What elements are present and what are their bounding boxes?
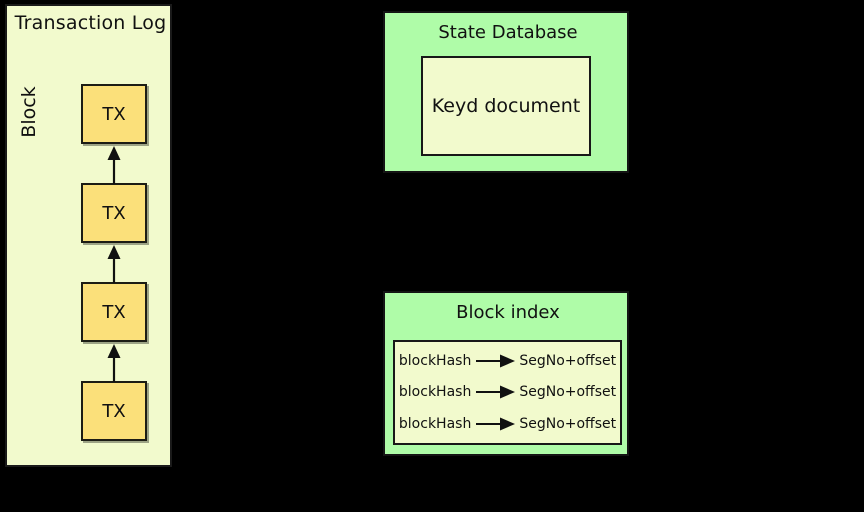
keyed-document-box: Keyd document <box>421 56 591 156</box>
tx-block-1: TX <box>81 84 147 144</box>
arrow-up-icon <box>107 245 121 283</box>
tx-block-2: TX <box>81 183 147 243</box>
block-hash-label: blockHash <box>398 416 472 433</box>
segno-offset-label: SegNo+offset <box>519 416 617 433</box>
block-index-row: blockHash SegNo+offset <box>395 409 620 439</box>
transaction-log-panel: Transaction Log Block TX TX TX TX <box>5 4 172 467</box>
tx-block-label: TX <box>102 301 126 323</box>
keyed-document-label: Keyd document <box>431 95 581 117</box>
block-index-table: blockHash SegNo+offset blockHash SegNo+o… <box>393 340 622 445</box>
tx-block-label: TX <box>102 400 126 422</box>
arrow-right-icon <box>476 385 516 399</box>
tx-block-3: TX <box>81 282 147 342</box>
block-index-panel: Block index blockHash SegNo+offset block… <box>383 291 629 456</box>
block-index-row: blockHash SegNo+offset <box>395 346 620 376</box>
segno-offset-label: SegNo+offset <box>519 352 617 369</box>
arrow-up-icon <box>107 344 121 382</box>
block-hash-label: blockHash <box>398 352 472 369</box>
block-hash-label: blockHash <box>398 384 472 401</box>
transaction-log-title: Transaction Log <box>14 12 167 34</box>
arrow-up-icon <box>107 146 121 184</box>
segno-offset-label: SegNo+offset <box>519 384 617 401</box>
block-side-label: Block <box>18 86 40 138</box>
arrow-right-icon <box>476 417 516 431</box>
block-index-title: Block index <box>456 302 560 323</box>
state-database-title: State Database <box>438 22 578 43</box>
tx-block-4: TX <box>81 381 147 441</box>
tx-block-label: TX <box>102 202 126 224</box>
arrow-right-icon <box>476 354 516 368</box>
block-index-row: blockHash SegNo+offset <box>395 377 620 407</box>
state-database-panel: State Database Keyd document <box>383 11 629 173</box>
tx-block-label: TX <box>102 103 126 125</box>
